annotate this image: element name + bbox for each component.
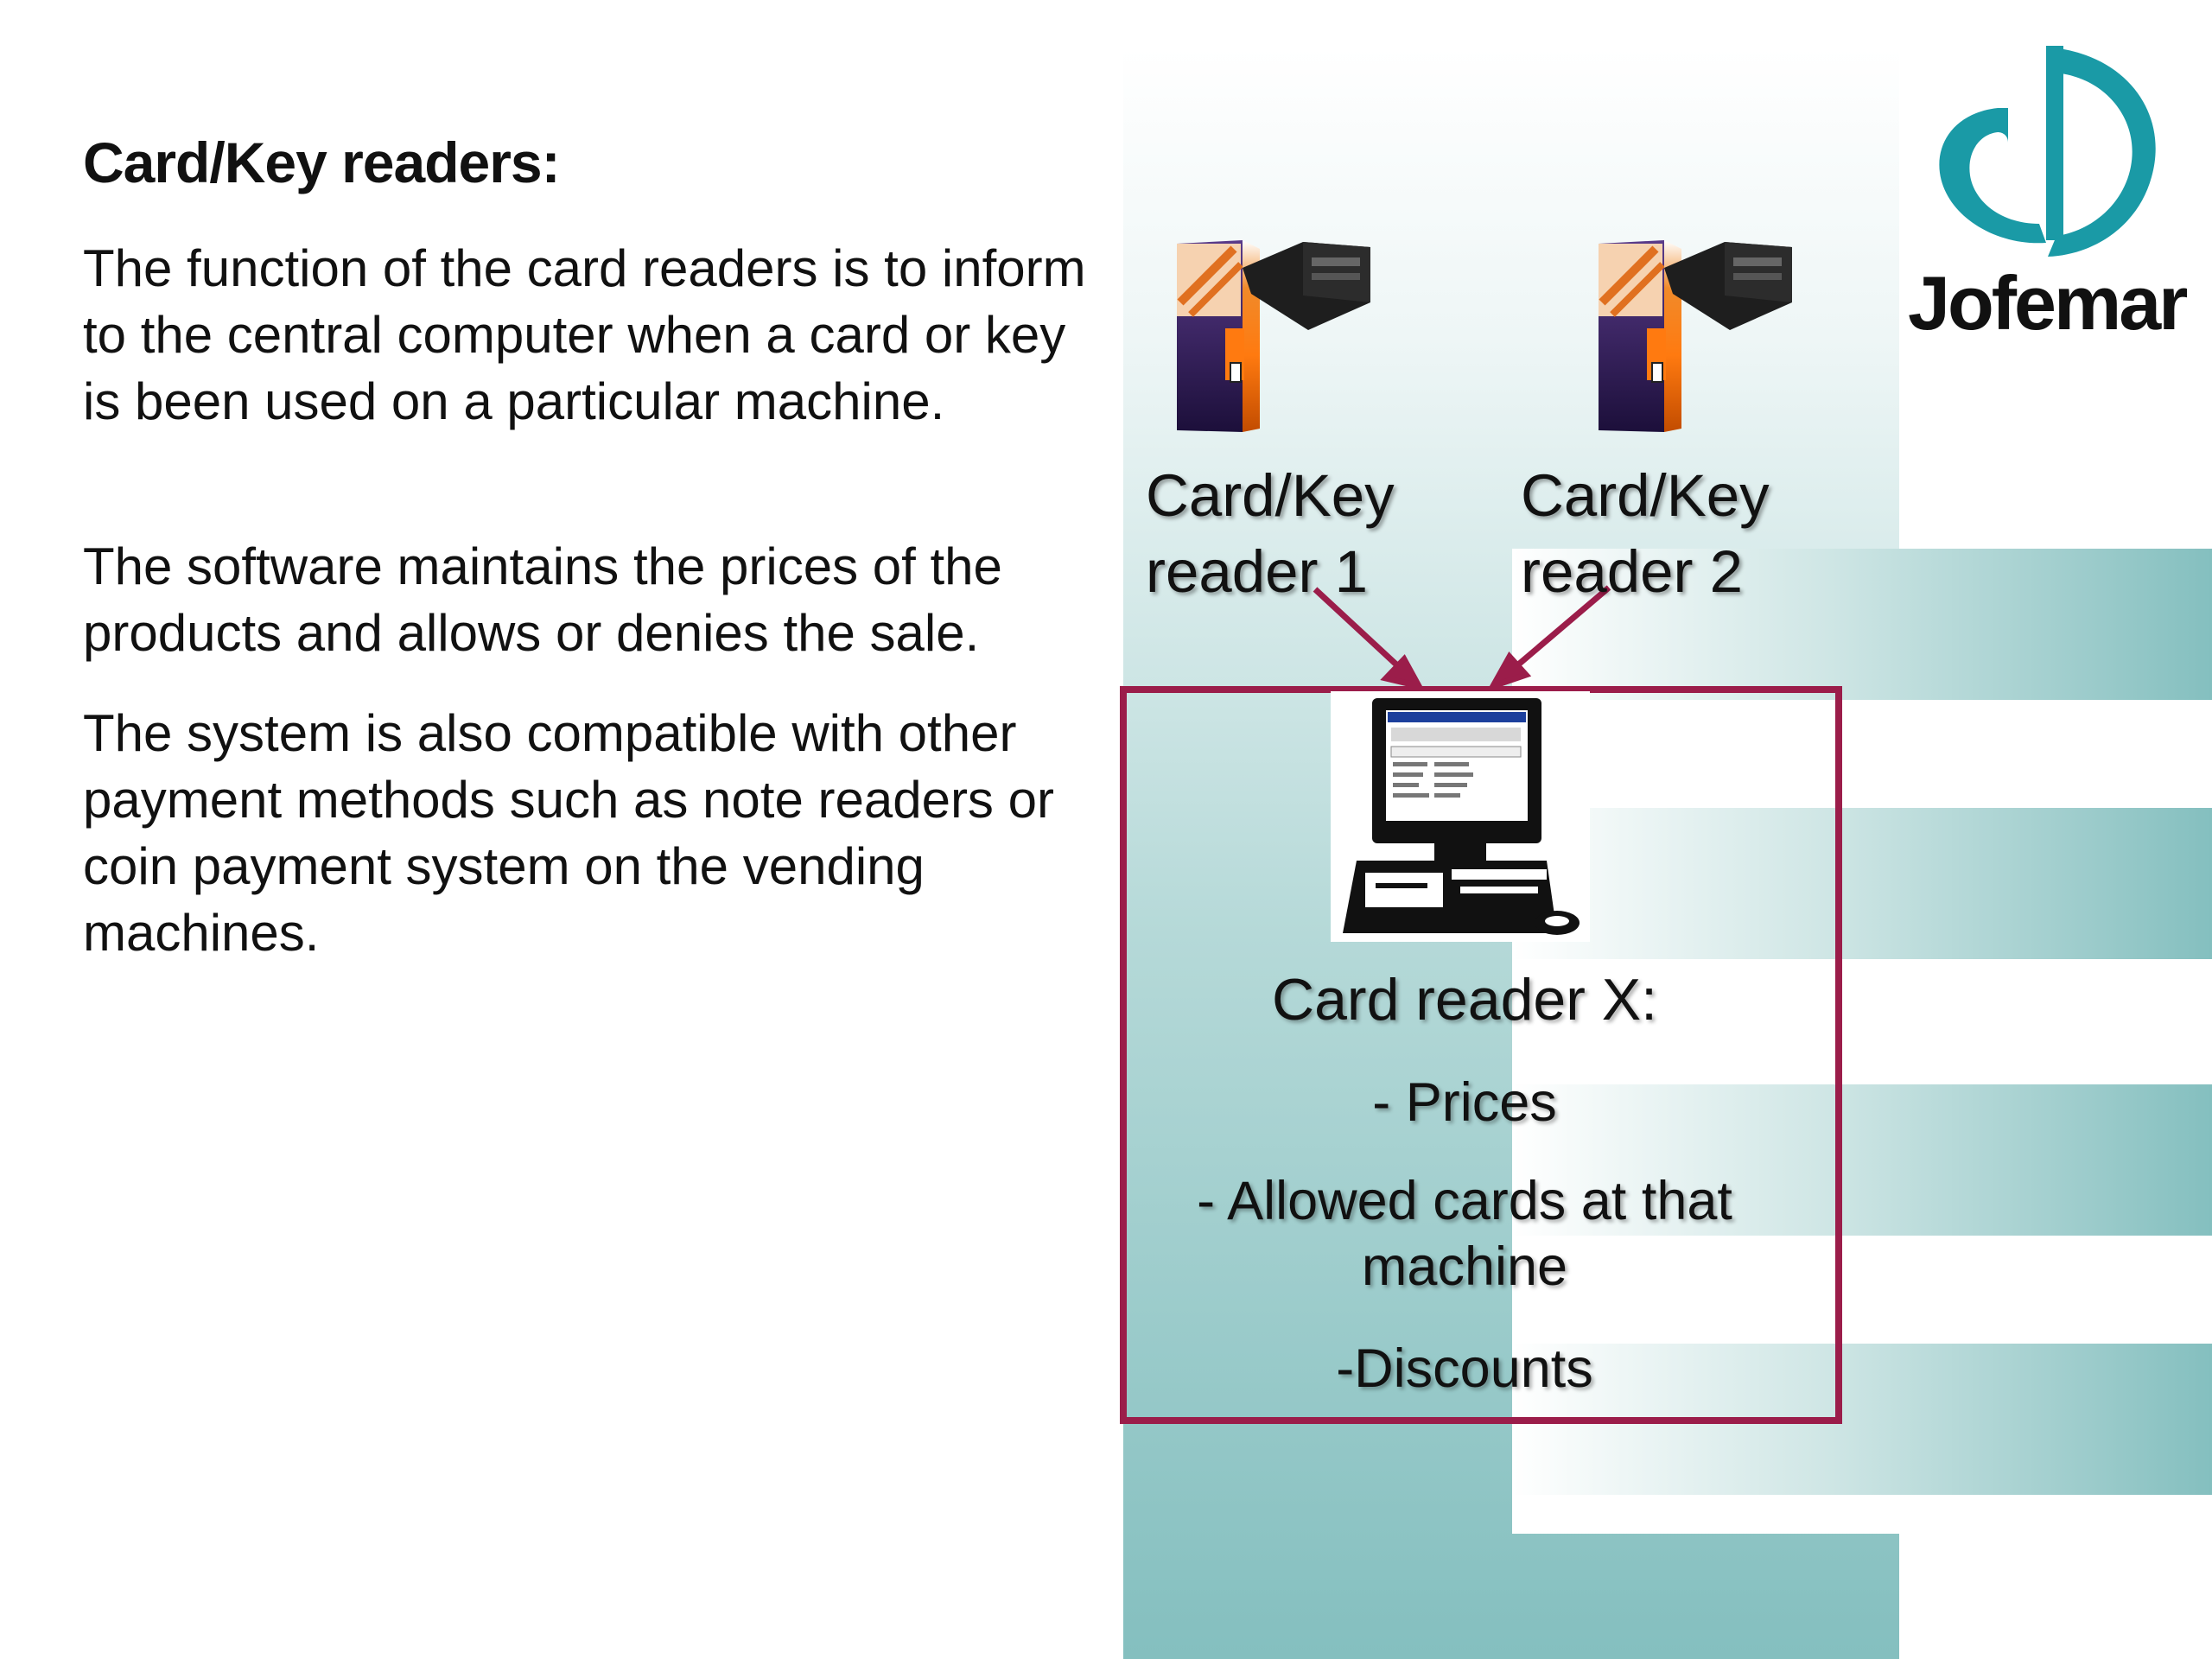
paragraph-software: The software maintains the prices of the… bbox=[83, 537, 1002, 662]
central-box bbox=[1120, 686, 1842, 1424]
arrows bbox=[1313, 585, 1611, 692]
vending-machine-icon bbox=[1173, 233, 1372, 441]
vending-machine-icon bbox=[1595, 233, 1794, 441]
reader-2-label-line1: Card/Key bbox=[1521, 462, 1770, 529]
reader-1-label-line1: Card/Key bbox=[1146, 462, 1395, 529]
central-box-title: Card reader X: bbox=[1272, 967, 1657, 1033]
paragraph-compatibility: The system is also compatible with other… bbox=[83, 704, 1054, 962]
jofemar-logo-icon bbox=[1901, 39, 2169, 276]
reader-2-label: Card/Key reader 2 bbox=[1521, 458, 1770, 610]
reader-2-label-line2: reader 2 bbox=[1521, 538, 1743, 605]
paragraph-function: The function of the card readers is to i… bbox=[83, 239, 1086, 430]
central-box-item-discounts: -Discounts bbox=[1336, 1338, 1593, 1399]
reader-1-label: Card/Key reader 1 bbox=[1146, 458, 1395, 610]
logo-text: Jofemar bbox=[1908, 260, 2188, 346]
central-box-item-allowed-cards: - Allowed cards at that machine bbox=[1197, 1171, 1732, 1297]
computer-icon bbox=[1331, 691, 1590, 946]
reader-1-label-line2: reader 1 bbox=[1146, 538, 1368, 605]
slide-heading: Card/Key readers: bbox=[83, 130, 561, 194]
central-box-item-prices: - Prices bbox=[1372, 1072, 1557, 1133]
